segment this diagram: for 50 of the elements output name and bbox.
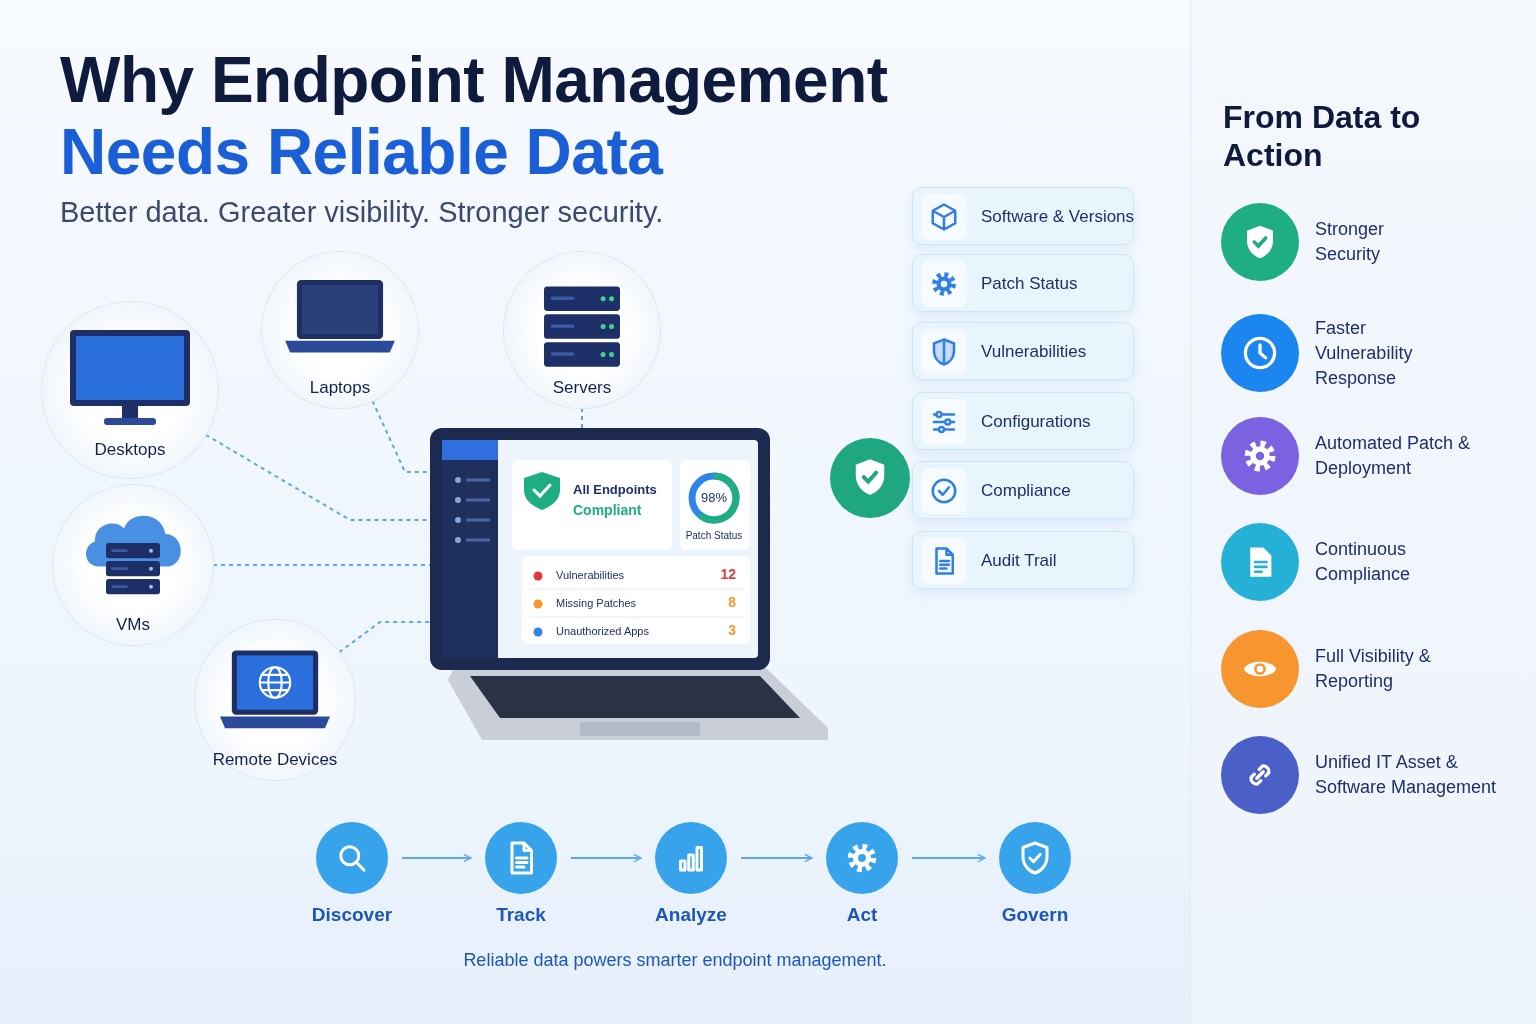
status-text: Compliant [573, 502, 642, 518]
benefit-label: Continuous Compliance [1315, 538, 1412, 586]
step-label: Track [495, 904, 547, 926]
arrow [911, 853, 986, 863]
device-label: Remote Devices [211, 750, 339, 770]
benefit-label: Full Visibility & Reporting [1315, 645, 1432, 693]
list-item-label: Missing Patches [556, 597, 637, 609]
device-label: Laptops [308, 378, 372, 398]
data-card [912, 392, 1134, 450]
step-label: Govern [1000, 904, 1070, 926]
percentage-value: 98% [700, 490, 728, 505]
card-label: Audit Trail [981, 551, 1057, 571]
data-card [912, 461, 1134, 519]
count-value: 8 [728, 594, 736, 610]
step-label: Act [845, 904, 879, 926]
arrow [570, 853, 642, 863]
benefit-label: Faster Vulnerability Response [1315, 316, 1414, 390]
status-heading: All Endpoints [573, 482, 657, 497]
card-label: Software & Versions [981, 207, 1135, 227]
card-label: Vulnerabilities [981, 342, 1087, 362]
step-label: Analyze [654, 904, 728, 926]
data-card [912, 187, 1134, 245]
benefit-label: Stronger Security [1315, 218, 1386, 266]
benefit-label: Unified IT Asset & Software Management [1315, 751, 1498, 799]
list-item-label: Unauthorized Apps [556, 625, 649, 637]
connector-line [212, 564, 431, 566]
device-label: VMs [115, 615, 151, 635]
side-panel [1190, 0, 1536, 1024]
step-label: Discover [310, 904, 394, 926]
device-label: Servers [551, 378, 613, 398]
count-value: 3 [728, 622, 736, 638]
card-label: Configurations [981, 412, 1091, 432]
connector-line [581, 407, 583, 429]
data-card [912, 254, 1134, 312]
device-label: Desktops [93, 440, 167, 460]
list-item-label: Vulnerabilities [556, 569, 625, 581]
connector-line [338, 621, 431, 654]
arrow [401, 853, 472, 863]
data-card [912, 322, 1134, 380]
benefit-label: Automated Patch & Deployment [1315, 432, 1472, 480]
gauge-label: Patch Status [684, 530, 744, 541]
arrow [740, 853, 813, 863]
subtitle: Better data. Greater visibility. Stronger security. [60, 196, 664, 229]
card-label: Compliance [981, 481, 1071, 501]
card-label: Patch Status [981, 274, 1078, 294]
count-value: 12 [720, 566, 736, 582]
panel-heading: From Data to Action [1223, 98, 1422, 174]
data-card [912, 531, 1134, 589]
caption: Reliable data powers smarter endpoint management. [462, 950, 888, 971]
title: Why Endpoint Management Needs Reliable Data [60, 44, 889, 188]
